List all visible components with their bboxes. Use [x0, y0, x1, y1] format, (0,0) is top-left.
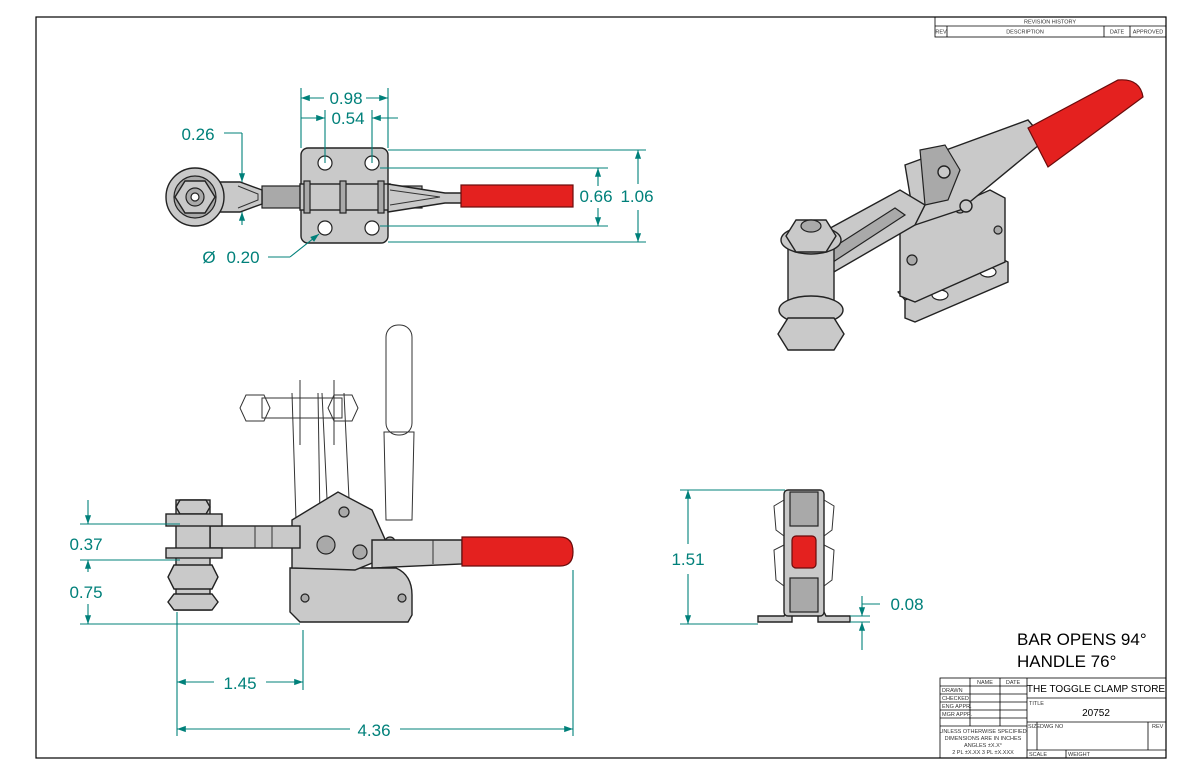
tb-mgr-row: MGR APPR. [942, 712, 973, 718]
mount-hole [364, 220, 380, 236]
tb-date-col: DATE [1006, 680, 1021, 686]
tb-weight-label: WEIGHT [1068, 752, 1091, 758]
side-view-open-position [239, 324, 415, 521]
tb-tolerance-1: UNLESS OTHERWISE SPECIFIED [939, 729, 1026, 735]
dim-overall-length: 4.36 [357, 721, 390, 740]
iso-handle-grip [1027, 79, 1144, 168]
top-view-dimensions: 0.98 0.54 0.26 Ø 0.20 0.66 1.06 [181, 88, 654, 267]
side-view [165, 324, 574, 623]
side-view-body [289, 567, 413, 623]
iso-top-nut [785, 219, 837, 253]
note-bar-opens: BAR OPENS 94° [1017, 630, 1147, 649]
rev-col-label: REV [935, 30, 947, 36]
dim-end-height: 1.51 [671, 550, 704, 569]
dim-base-to-spindle: 1.45 [223, 674, 256, 693]
tb-company: THE TOGGLE CLAMP STORE [1027, 684, 1166, 695]
dim-left-offset: 0.26 [181, 125, 214, 144]
side-view-lower-nut [167, 564, 219, 590]
top-view [165, 147, 574, 244]
dim-end-thickness: 0.08 [890, 595, 923, 614]
description-col-label: DESCRIPTION [1006, 30, 1044, 36]
top-view-handle-neck [387, 183, 463, 213]
dim-height-inner: 0.66 [579, 187, 612, 206]
side-view-dimensions: 0.37 0.75 1.45 4.36 [69, 500, 574, 740]
side-view-bottom-nut [167, 593, 219, 611]
tb-name-col: NAME [977, 680, 993, 686]
end-view-handle [791, 535, 817, 569]
tb-tolerance-3: ANGLES ±X.X° [964, 743, 1002, 749]
dim-top-width-outer: 0.98 [329, 89, 362, 108]
date-col-label: DATE [1110, 30, 1125, 36]
side-view-top-nut [175, 499, 211, 515]
mount-hole [317, 220, 333, 236]
dim-height-outer: 1.06 [620, 187, 653, 206]
tb-checked-row: CHECKED [942, 696, 969, 702]
isometric-view [777, 79, 1144, 351]
side-view-handle-neck [371, 539, 463, 569]
title-block: NAME DATE DRAWN CHECKED ENG APPR. MGR AP… [939, 677, 1167, 759]
top-view-handle-grip [460, 184, 574, 208]
revision-history-table: REVISION HISTORY REV DESCRIPTION DATE AP… [934, 16, 1167, 38]
tb-tolerance-4: 2 PL ±X.XX 3 PL ±X.XXX [952, 750, 1014, 756]
end-view [757, 489, 851, 623]
tb-tolerance-2: DIMENSIONS ARE IN INCHES [945, 736, 1022, 742]
iso-bottom-nut [777, 317, 845, 351]
tb-size-label: SIZE [1028, 724, 1041, 730]
dim-hole-dia-symbol: Ø [202, 248, 215, 267]
dim-top-width-inner: 0.54 [331, 109, 364, 128]
tb-drawn-row: DRAWN [942, 688, 963, 694]
tb-title: 20752 [1082, 708, 1110, 719]
dim-hole-dia: 0.20 [226, 248, 259, 267]
note-handle-angle: HANDLE 76° [1017, 652, 1116, 671]
tb-scale-label: SCALE [1029, 752, 1047, 758]
tb-title-label: TITLE [1029, 701, 1044, 707]
tb-eng-row: ENG APPR. [942, 704, 972, 710]
iso-body [899, 189, 1006, 303]
dim-side-upper: 0.37 [69, 535, 102, 554]
revision-history-title: REVISION HISTORY [1024, 20, 1076, 26]
approved-col-label: APPROVED [1133, 30, 1164, 36]
end-view-dimensions: 1.51 0.08 [671, 489, 924, 650]
sheet-border [35, 16, 1167, 759]
side-view-handle-grip [461, 536, 574, 567]
dim-side-lower: 0.75 [69, 583, 102, 602]
tb-dwg-label: DWG NO [1040, 724, 1064, 730]
tb-rev-label: REV [1152, 724, 1164, 730]
